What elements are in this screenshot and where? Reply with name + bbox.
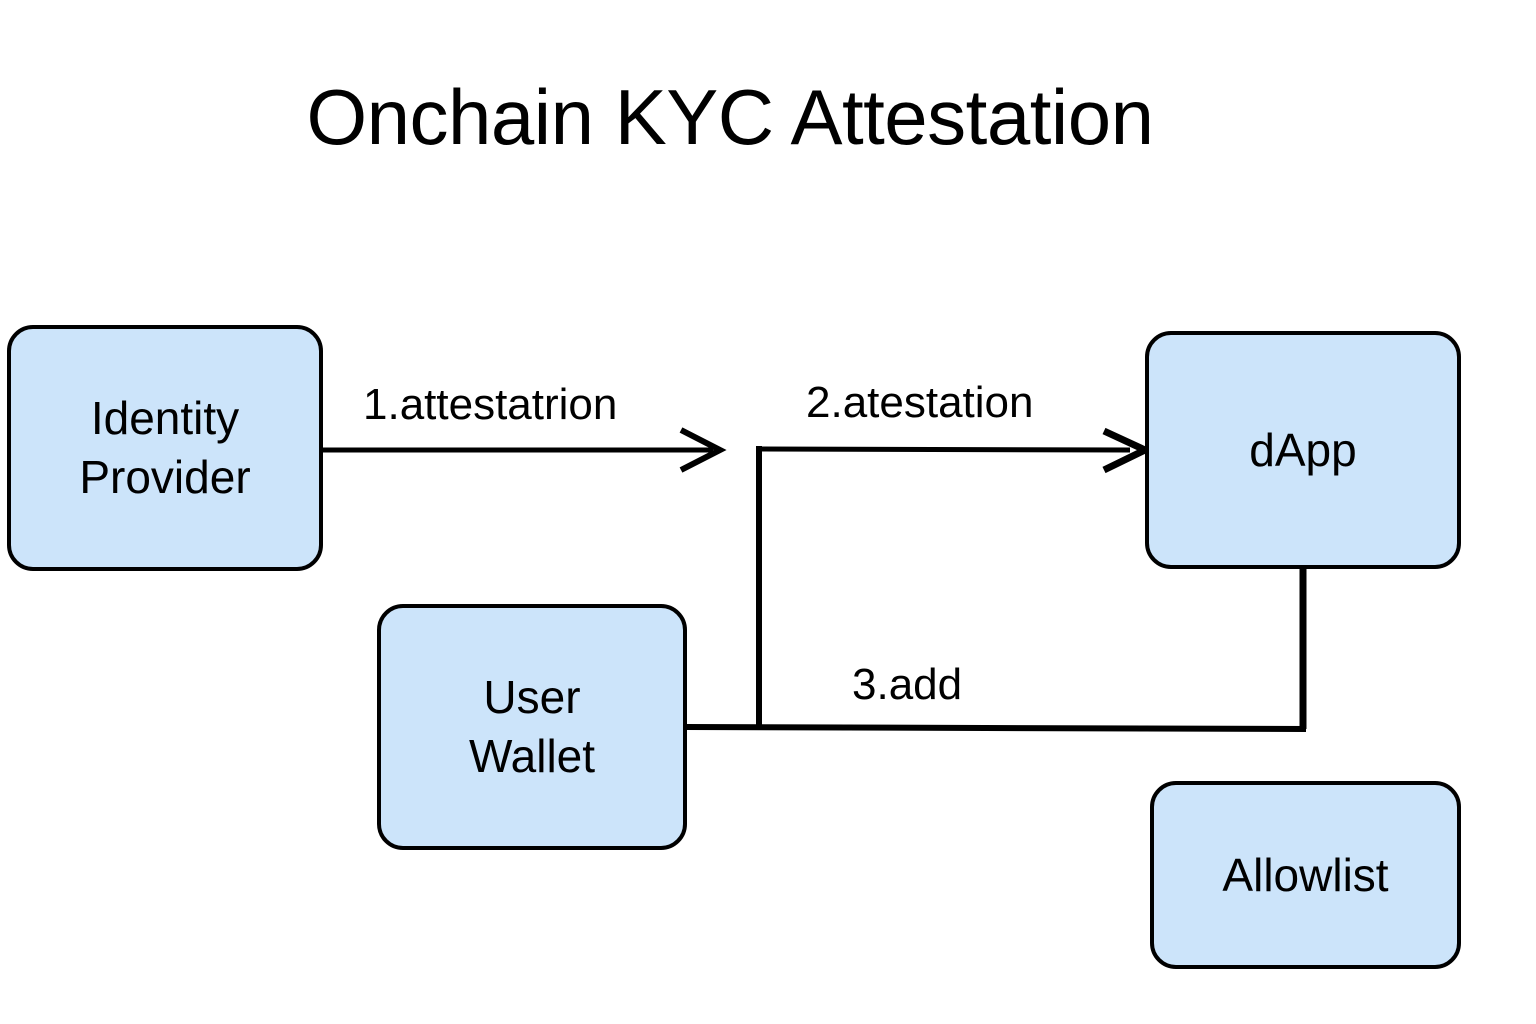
edge-label-atestation: 2.atestation — [806, 378, 1034, 427]
node-identity-provider[interactable]: Identity Provider — [7, 325, 323, 571]
page-title: Onchain KYC Attestation — [306, 73, 1155, 161]
edge-1-attestation — [323, 427, 727, 473]
node-user-wallet[interactable]: User Wallet — [377, 604, 687, 850]
edge-3-add — [685, 568, 1307, 732]
edge-2-atestation — [758, 427, 1154, 474]
node-identity-provider-label: Identity Provider — [79, 392, 251, 503]
edge-1-arrowhead-icon — [679, 427, 727, 473]
node-allowlist-label: Allowlist — [1222, 848, 1389, 901]
node-user-wallet-label: User Wallet — [468, 671, 596, 782]
edge-label-add: 3.add — [852, 660, 963, 709]
edge-3-horizontal-segment — [685, 724, 1307, 732]
node-dapp-label: dApp — [1249, 423, 1357, 476]
edge-2-arrowhead-icon — [1102, 427, 1154, 474]
edge-2-line — [758, 446, 1131, 453]
node-dapp[interactable]: dApp — [1145, 331, 1461, 569]
edge-label-attestation: 1.attestatrion — [363, 380, 618, 429]
node-allowlist[interactable]: Allowlist — [1150, 781, 1461, 969]
